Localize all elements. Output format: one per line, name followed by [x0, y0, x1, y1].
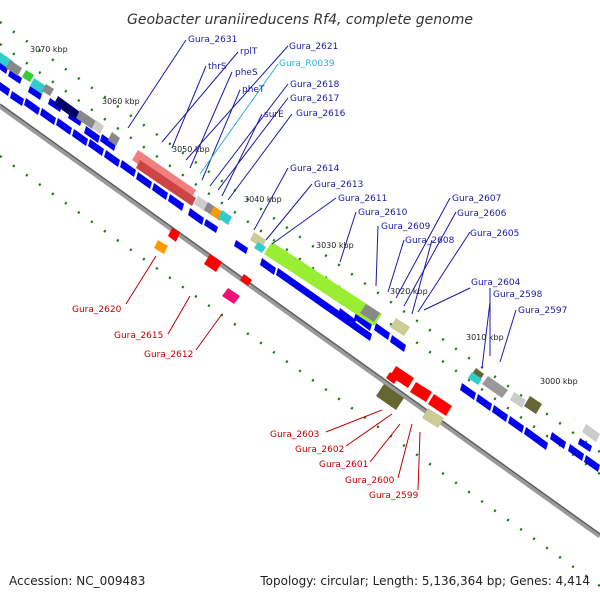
map-title: Geobacter uraniireducens Rf4, complete g…: [127, 12, 473, 28]
label-gura-2621: Gura_2621: [289, 42, 338, 52]
tick-3050: 3050 kbp: [172, 145, 210, 154]
tick-3010: 3010 kbp: [466, 333, 504, 342]
reverse-gene-labels: Gura_2620 Gura_2615 Gura_2612 Gura_2603 …: [72, 305, 419, 501]
label-pheS: pheS: [235, 68, 258, 78]
reverse-genes-track: [154, 228, 452, 428]
label-gura-2601: Gura_2601: [319, 460, 368, 470]
label-gura-2612: Gura_2612: [144, 350, 193, 360]
label-gura-2615: Gura_2615: [114, 331, 163, 341]
label-surE: surE: [264, 110, 284, 120]
tick-3060: 3060 kbp: [102, 97, 140, 106]
label-gura-2600: Gura_2600: [345, 476, 395, 486]
label-gura-2614: Gura_2614: [290, 164, 340, 174]
label-gura-2611: Gura_2611: [338, 194, 387, 204]
label-pheT: pheT: [242, 85, 265, 95]
label-gura-2616: Gura_2616: [296, 109, 346, 119]
label-rplT: rplT: [240, 47, 258, 57]
label-gura-2609: Gura_2609: [381, 222, 431, 232]
label-leader-rna: [199, 63, 279, 175]
label-thrS: thrS: [208, 62, 227, 72]
kbp-tick-labels: 3070 kbp 3060 kbp 3050 kbp 3040 kbp 3030…: [30, 45, 578, 386]
label-leaders-reverse: [125, 255, 421, 491]
tick-3040: 3040 kbp: [244, 195, 282, 204]
tick-3000: 3000 kbp: [540, 377, 578, 386]
tick-3030: 3030 kbp: [316, 241, 354, 250]
label-gura-2607: Gura_2607: [452, 194, 501, 204]
forward-gene-labels: Gura_2631 rplT thrS Gura_2621 pheS Gura_…: [188, 35, 567, 316]
label-gura-2597: Gura_2597: [518, 306, 567, 316]
label-gura-2604: Gura_2604: [471, 278, 521, 288]
accession-text: Accession: NC_009483: [9, 574, 145, 588]
topology-text: Topology: circular; Length: 5,136,364 bp…: [259, 574, 590, 588]
label-gura-2603: Gura_2603: [270, 430, 319, 440]
gc-skew-dotted-lines: [0, 20, 600, 588]
forward-gene-blocks: [0, 52, 600, 442]
label-gura-2610: Gura_2610: [358, 208, 408, 218]
label-gura-2602: Gura_2602: [295, 445, 344, 455]
label-gura-2608: Gura_2608: [405, 236, 455, 246]
tick-3020: 3020 kbp: [390, 287, 428, 296]
label-gura-2617: Gura_2617: [290, 94, 339, 104]
label-gura-2620: Gura_2620: [72, 305, 122, 315]
label-gura-2598: Gura_2598: [493, 290, 543, 300]
label-gura-2606: Gura_2606: [457, 209, 507, 219]
tick-3070: 3070 kbp: [30, 45, 68, 54]
label-leaders-forward: [127, 39, 517, 369]
label-gura-2618: Gura_2618: [290, 80, 340, 90]
label-gura-2613: Gura_2613: [314, 180, 363, 190]
genome-backbone: [0, 103, 600, 539]
label-gura-R0039: Gura_R0039: [279, 59, 335, 69]
label-gura-2631: Gura_2631: [188, 35, 237, 45]
label-gura-2605: Gura_2605: [470, 229, 519, 239]
label-gura-2599: Gura_2599: [369, 491, 419, 501]
